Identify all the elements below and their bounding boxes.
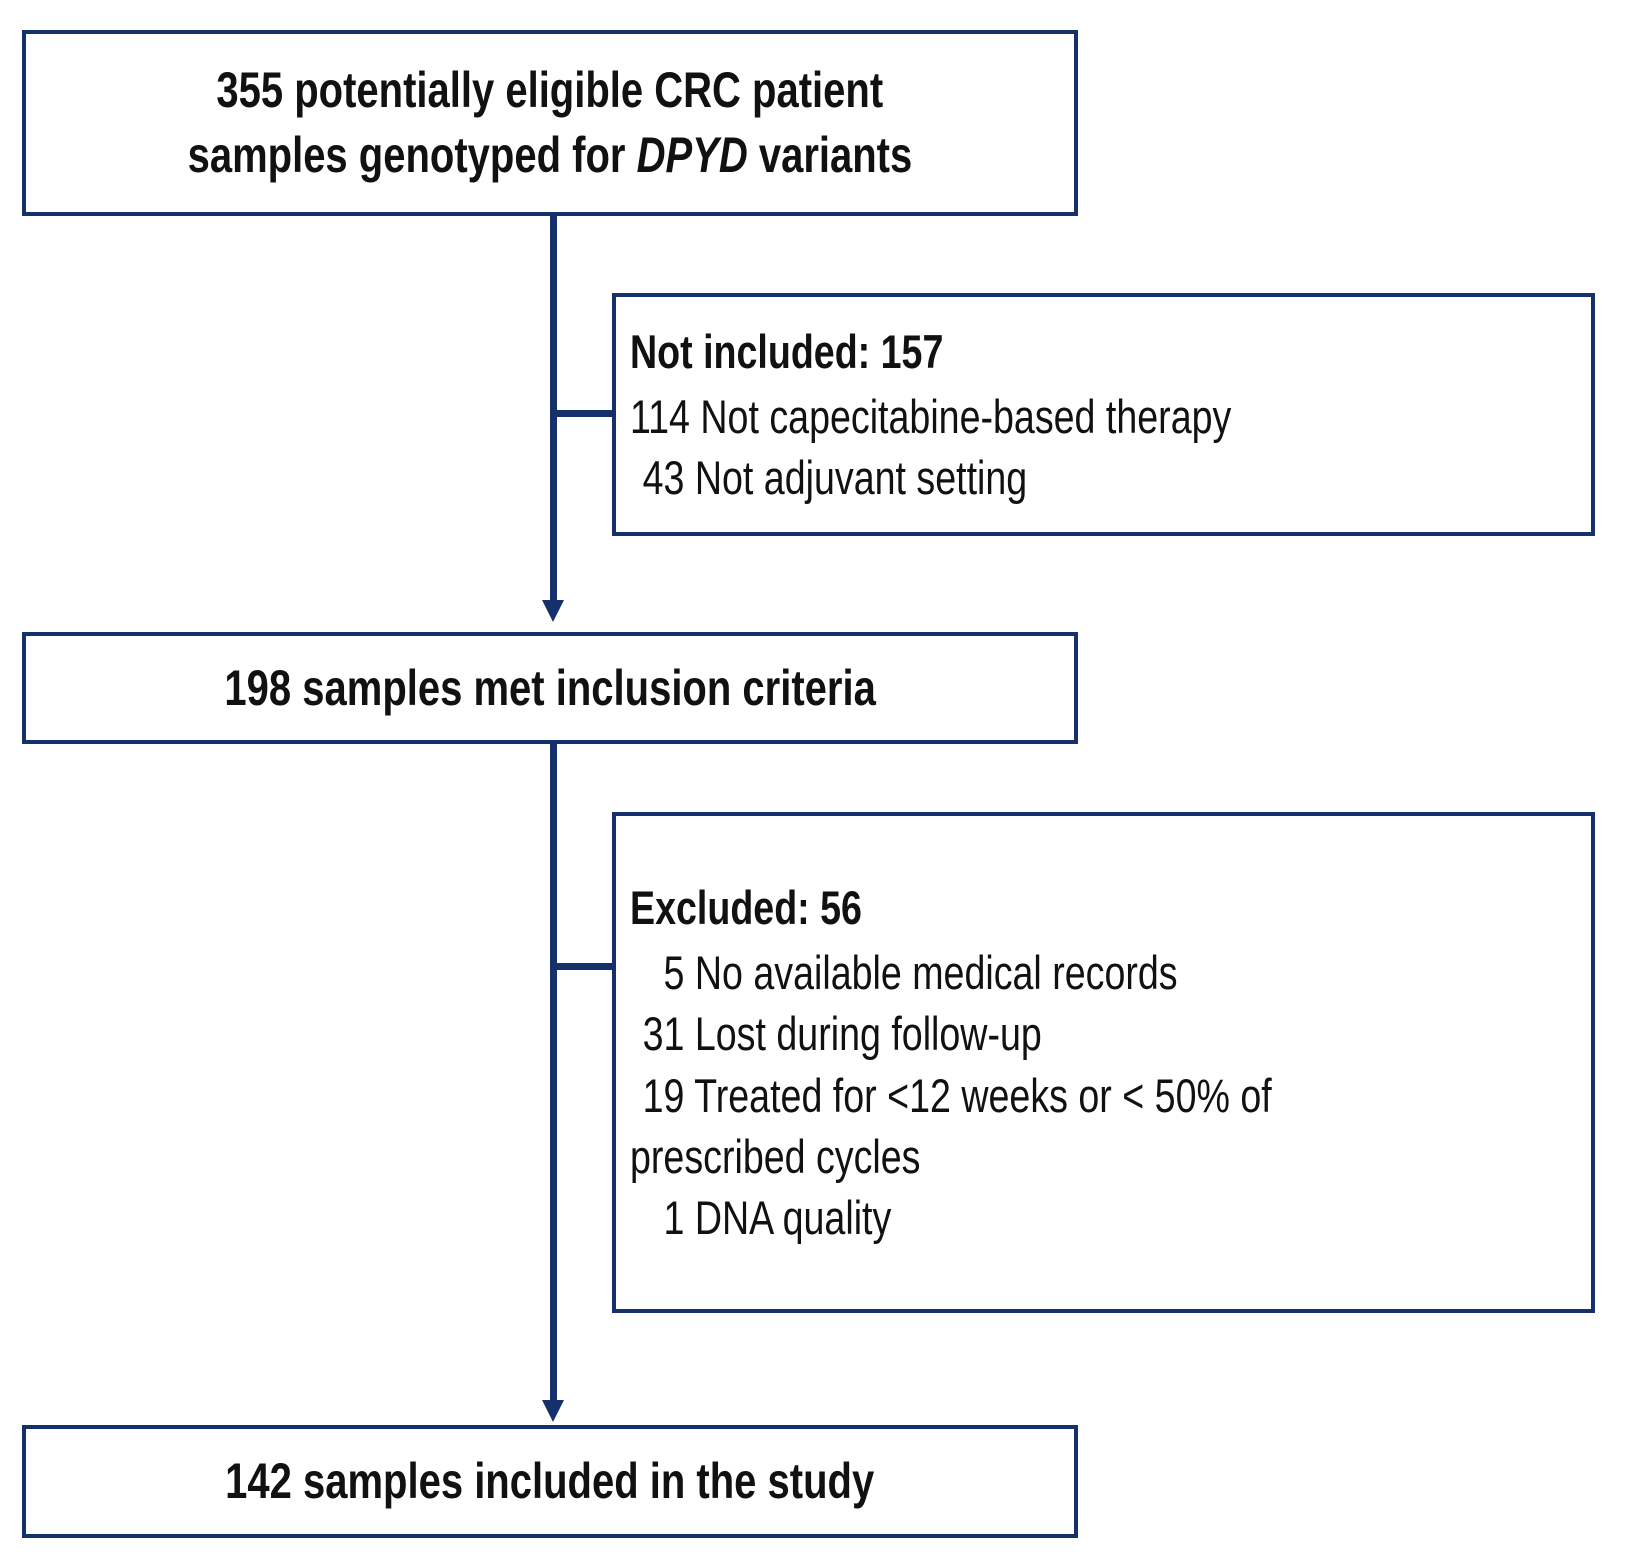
connector-criteria-to-included — [550, 744, 557, 1407]
excluded-item-2-reason-cont: prescribed cycles — [630, 1129, 921, 1183]
node-eligible-samples: 355 potentially eligible CRC patient sam… — [22, 30, 1078, 216]
node-eligible-line-1: 355 potentially eligible CRC patient — [216, 62, 884, 118]
node-not-included: Not included: 157 114 Not capecitabine-b… — [612, 293, 1595, 536]
node-included-line-1: 142 samples included in the study — [225, 1453, 875, 1509]
excluded-item-2-wrap: prescribed cycles — [630, 1126, 920, 1187]
node-eligible-line-2: samples genotyped for DPYD variants — [188, 123, 913, 188]
node-eligible-line-2-post: variants — [747, 127, 913, 183]
node-eligible-line-2-pre: samples genotyped for — [187, 127, 637, 183]
connector-branch-excluded — [553, 963, 615, 970]
gene-name-dpyd: DPYD — [636, 127, 748, 183]
not-included-item-0-reason: Not capecitabine-based therapy — [700, 389, 1232, 443]
not-included-item-1-reason: Not adjuvant setting — [694, 451, 1028, 505]
excluded-item-2-reason: Treated for <12 weeks or < 50% of — [694, 1068, 1272, 1122]
not-included-item-0-count: 114 — [630, 389, 690, 443]
excluded-item-1: 31 Lost during follow-up — [630, 1003, 1042, 1064]
excluded-item-2-count: 19 — [642, 1068, 685, 1122]
excluded-item-0-count: 5 — [663, 946, 685, 1000]
excluded-item-1-count: 31 — [642, 1007, 685, 1061]
node-included-in-study: 142 samples included in the study — [22, 1425, 1078, 1538]
arrowhead-to-included — [542, 1400, 564, 1422]
arrowhead-to-criteria — [542, 600, 564, 622]
excluded-item-0-reason: No available medical records — [694, 946, 1178, 1000]
not-included-item-0: 114 Not capecitabine-based therapy — [630, 386, 1231, 447]
excluded-item-1-reason: Lost during follow-up — [694, 1007, 1042, 1061]
node-met-criteria-line-1: 198 samples met inclusion criteria — [224, 659, 876, 716]
node-excluded: Excluded: 56 5 No available medical reco… — [612, 812, 1595, 1313]
excluded-item-3-count: 1 — [663, 1190, 685, 1244]
not-included-item-1-count: 43 — [642, 451, 685, 505]
excluded-heading: Excluded: 56 — [630, 881, 862, 935]
excluded-item-3: 1 DNA quality — [630, 1187, 891, 1248]
connector-branch-not-included — [553, 410, 615, 417]
not-included-heading: Not included: 157 — [630, 324, 944, 378]
excluded-item-2: 19 Treated for <12 weeks or < 50% of — [630, 1065, 1272, 1126]
excluded-item-0: 5 No available medical records — [630, 942, 1178, 1003]
excluded-item-3-reason: DNA quality — [694, 1190, 892, 1244]
not-included-item-1: 43 Not adjuvant setting — [630, 447, 1028, 508]
node-met-inclusion-criteria: 198 samples met inclusion criteria — [22, 632, 1078, 744]
